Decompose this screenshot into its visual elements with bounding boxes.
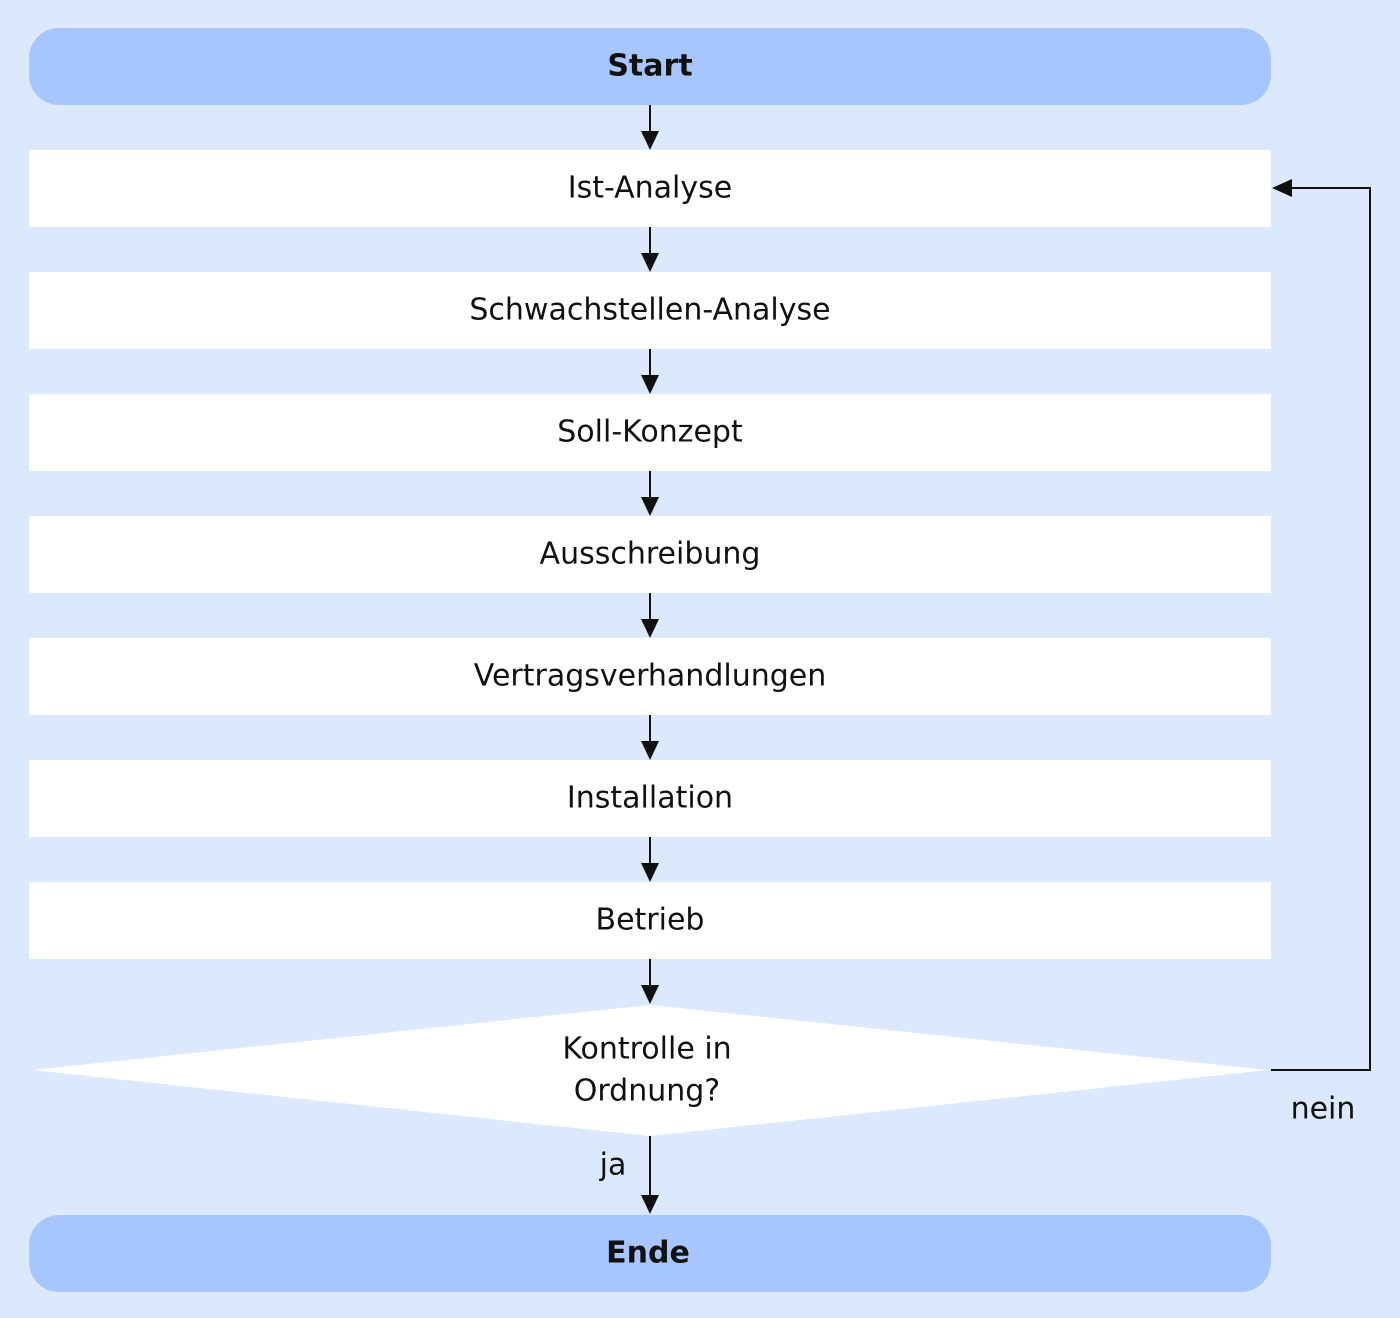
end-terminal-label: Ende: [606, 1236, 690, 1271]
step-ausschreibung: Ausschreibung: [29, 516, 1271, 593]
decision-label-line2: Ordnung?: [574, 1074, 720, 1109]
connector-ist-to-schwachstellen: [641, 227, 659, 272]
step-label: Installation: [567, 781, 733, 816]
end-terminal: Ende: [29, 1215, 1271, 1292]
decision-label-line1: Kontrolle in: [562, 1032, 731, 1067]
connector-betrieb-to-decision: [641, 959, 659, 1004]
step-label: Schwachstellen-Analyse: [469, 293, 830, 328]
decision-kontrolle: Kontrolle in Ordnung?: [32, 1005, 1268, 1136]
start-terminal: Start: [29, 28, 1271, 105]
end-terminal-shape: [29, 1215, 1271, 1292]
connector-soll-to-ausschreibung: [641, 471, 659, 516]
step-label: Betrieb: [596, 903, 705, 938]
connector-start-to-ist: [641, 105, 659, 150]
step-box: [29, 150, 1271, 227]
connector-schwachstellen-to-soll: [641, 349, 659, 394]
step-box: [29, 882, 1271, 959]
connector-nein-loop: [1271, 179, 1371, 1071]
step-box: [29, 272, 1271, 349]
step-schwachstellen-analyse: Schwachstellen-Analyse: [29, 272, 1271, 349]
step-label: Vertragsverhandlungen: [474, 659, 827, 694]
connector-vertrag-to-installation: [641, 715, 659, 760]
step-box: [29, 638, 1271, 715]
step-label: Ausschreibung: [540, 537, 761, 572]
start-terminal-shape: [29, 28, 1271, 105]
connector-decision-to-end: [641, 1136, 659, 1214]
step-box: [29, 760, 1271, 837]
step-box: [29, 394, 1271, 471]
step-label: Ist-Analyse: [568, 171, 733, 206]
step-installation: Installation: [29, 760, 1271, 837]
decision-diamond: [32, 1005, 1268, 1136]
step-label: Soll-Konzept: [557, 415, 743, 450]
start-terminal-label: Start: [607, 49, 692, 84]
step-betrieb: Betrieb: [29, 882, 1271, 959]
step-soll-konzept: Soll-Konzept: [29, 394, 1271, 471]
connector-ausschreibung-to-vertrag: [641, 593, 659, 638]
step-vertragsverhandlungen: Vertragsverhandlungen: [29, 638, 1271, 715]
connector-installation-to-betrieb: [641, 837, 659, 882]
step-box: [29, 516, 1271, 593]
branch-label-nein: nein: [1291, 1092, 1356, 1127]
branch-label-ja: ja: [599, 1148, 627, 1183]
step-ist-analyse: Ist-Analyse: [29, 150, 1271, 227]
